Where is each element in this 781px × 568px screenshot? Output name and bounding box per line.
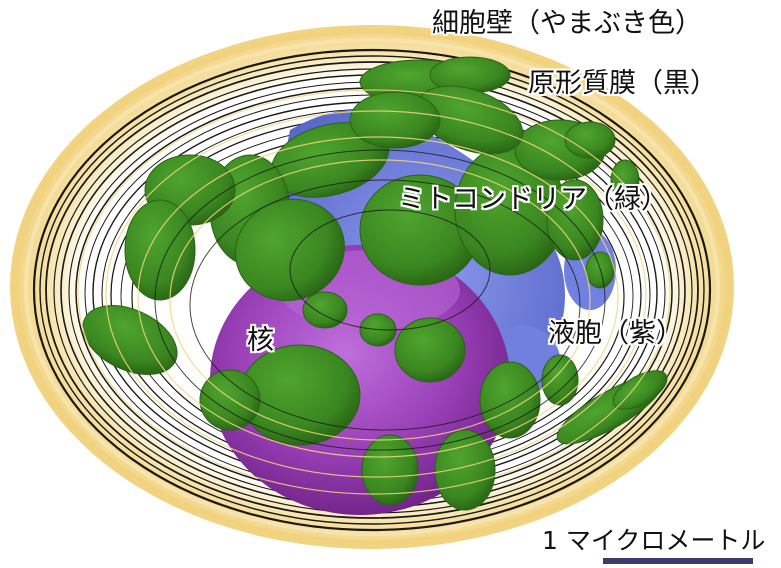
- label-mitochondria: ミトコンドリア（緑）: [398, 184, 668, 215]
- label-nucleus: 核: [247, 325, 274, 356]
- mitochondria: [82, 56, 668, 511]
- scale-bar: [603, 558, 753, 564]
- scale-label: 1 マイクロメートル: [542, 526, 766, 555]
- label-cell-wall: 細胞壁（やまぶき色）: [432, 8, 702, 39]
- label-plasma-membrane: 原形質膜（黒）: [528, 68, 717, 99]
- label-vacuole: 液胞（紫）: [548, 318, 683, 349]
